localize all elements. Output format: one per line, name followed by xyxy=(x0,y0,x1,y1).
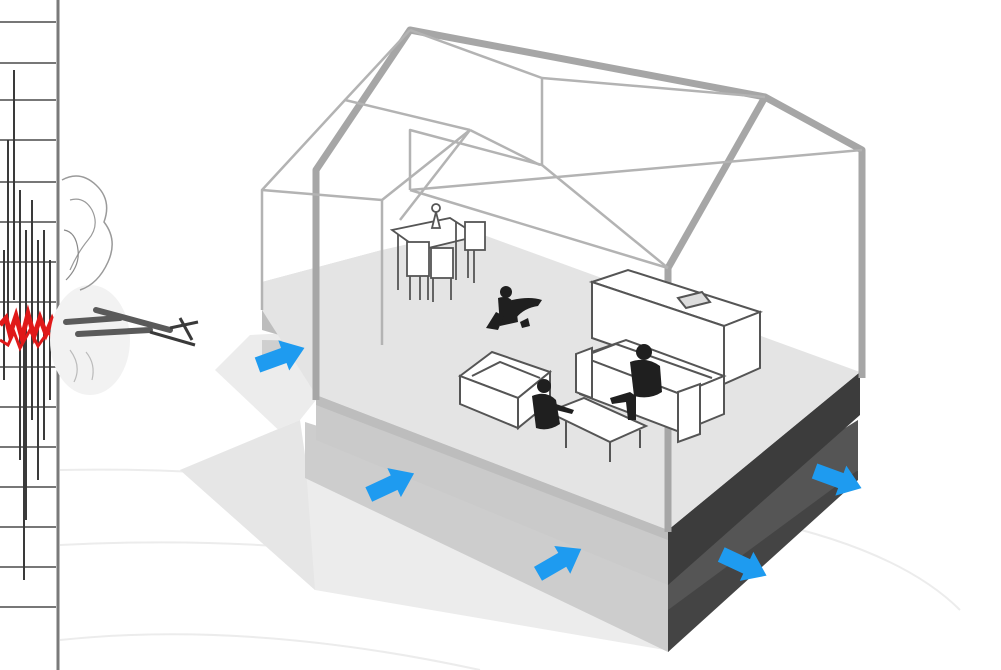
isolation-layer xyxy=(316,372,860,585)
people xyxy=(486,286,662,430)
direction-arrow-icon xyxy=(365,468,415,502)
motion-arrows xyxy=(254,340,862,581)
direction-arrow-icon xyxy=(534,546,582,581)
seismograph-strip xyxy=(0,0,60,670)
earthquake-burst xyxy=(50,175,199,395)
house-floor xyxy=(262,230,860,540)
direction-arrow-icon xyxy=(717,547,767,581)
coffee-table xyxy=(545,396,649,462)
direction-arrow-icon xyxy=(254,340,305,373)
dining-set xyxy=(389,203,486,302)
direction-arrow-icon xyxy=(811,463,862,496)
kitchen-counter xyxy=(588,268,764,386)
